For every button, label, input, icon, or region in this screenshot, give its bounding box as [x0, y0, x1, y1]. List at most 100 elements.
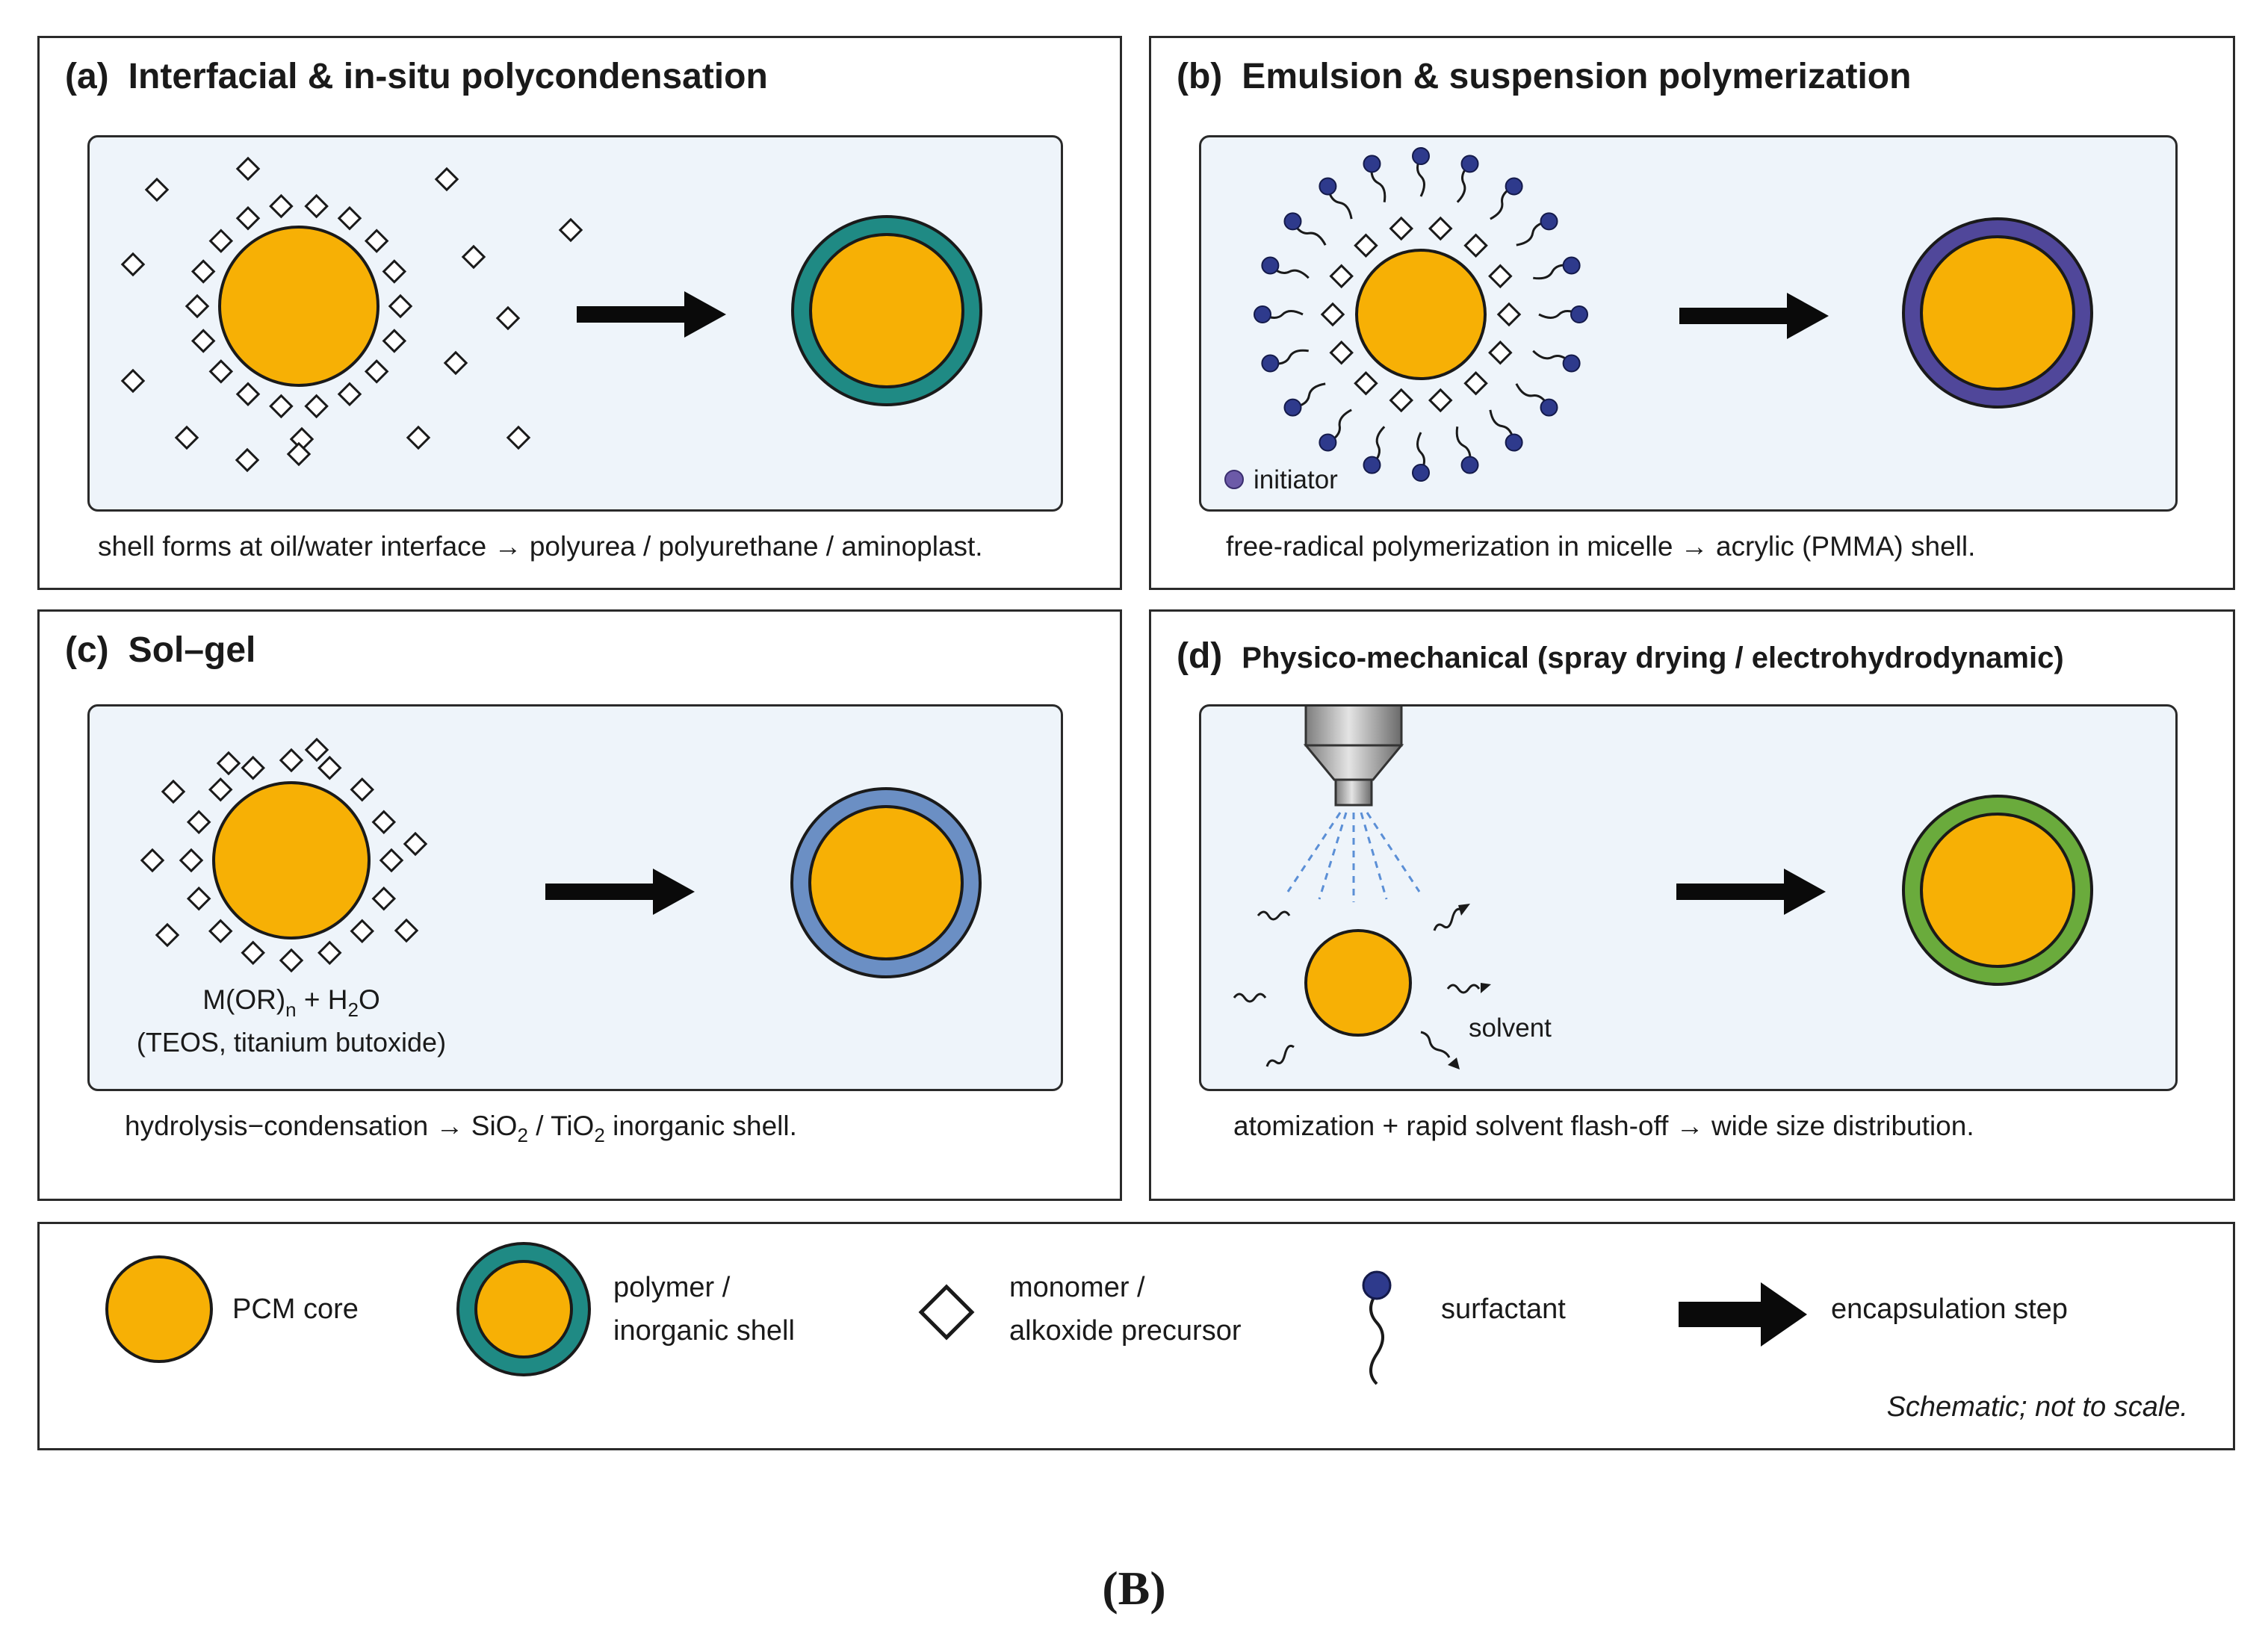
panel-c-title-text: Sol–gel	[128, 630, 256, 670]
surfactant-head	[1319, 433, 1337, 452]
panel-b-tag: (b)	[1177, 57, 1223, 96]
monomer-diamond	[317, 755, 342, 780]
legend-core-label: PCM core	[232, 1294, 359, 1325]
monomer-diamond	[1428, 216, 1453, 241]
precursor-diamonds	[140, 737, 428, 973]
surfactant-head	[1412, 464, 1430, 482]
capsule-a	[791, 215, 982, 406]
monomer-diamond	[350, 919, 375, 944]
monomer-diamond	[337, 205, 362, 231]
legend-diamond-icon	[918, 1284, 975, 1341]
surfactant-head	[1363, 155, 1381, 173]
legend-surfactant-icon	[1362, 1270, 1392, 1385]
legend-arrow-icon	[1679, 1282, 1807, 1347]
capsule-d	[1902, 795, 2093, 986]
panel-c-title: (c)Sol–gel	[65, 630, 255, 671]
sol-gel-formula: M(OR)n + H2O	[202, 984, 380, 1021]
encapsulation-arrow-d	[1676, 869, 1826, 915]
monomer-diamond	[304, 193, 329, 219]
encapsulation-arrow-b	[1679, 293, 1829, 339]
monomer-diamond	[185, 294, 210, 319]
monomer-diamond	[161, 779, 186, 804]
legend-panel: PCM core polymer /inorganic shell monome…	[37, 1222, 2235, 1450]
legend-shell-label: polymer /inorganic shell	[613, 1272, 795, 1347]
monomer-diamond	[208, 777, 233, 802]
monomer-diamond	[235, 205, 261, 231]
monomer-diamond	[382, 329, 407, 353]
surfactant-head	[1562, 256, 1581, 275]
monomer-diamond	[388, 294, 413, 319]
panel-b-caption: free-radical polymerization in micelle →…	[1226, 531, 1976, 562]
monomer-diamond	[235, 382, 261, 407]
pcm-core-a	[218, 226, 379, 387]
surfactant-head	[1460, 155, 1479, 173]
capsule-b	[1902, 217, 2093, 409]
monomer-diamond	[1389, 388, 1414, 413]
interface-diamonds	[185, 193, 413, 419]
monomer-diamond	[269, 394, 294, 419]
vapor-arrowheads	[1448, 904, 1491, 1069]
monomer-diamond	[241, 940, 265, 966]
panel-a-caption: shell forms at oil/water interface → pol…	[98, 531, 983, 562]
monomer-diamond	[1463, 370, 1488, 396]
surfactant-head	[1363, 456, 1381, 474]
solvent-label: solvent	[1469, 1013, 1552, 1043]
monomer-diamond	[208, 229, 234, 253]
monomer-diamond	[350, 777, 375, 802]
spray-nozzle	[1303, 707, 1404, 807]
monomer-diamond	[317, 940, 342, 966]
panel-b-svg: initiator	[1224, 147, 2093, 494]
monomer-diamond	[1428, 388, 1453, 413]
panel-a: (a) Interfacial & in-situ polycondensatio…	[37, 36, 1122, 590]
monomer-diamond	[1329, 340, 1354, 365]
monomer-diamond	[140, 848, 165, 873]
pcm-core-c	[212, 781, 371, 940]
monomer-diamond	[371, 886, 397, 911]
panel-d-caption: atomization + rapid solvent flash-off → …	[1233, 1111, 1974, 1141]
surfactant-head	[1283, 398, 1302, 417]
panel-d-svg: solvent	[1233, 707, 2093, 1069]
encapsulation-arrow-a	[577, 291, 726, 338]
monomer-diamond	[304, 394, 329, 419]
pcm-droplet-d	[1304, 929, 1412, 1037]
initiator-dot	[1224, 470, 1244, 489]
panel-c-diagram: M(OR)n + H2O (TEOS, titanium butoxide)	[87, 704, 1063, 1091]
monomer-diamond	[364, 229, 389, 253]
surfactant-head	[1261, 354, 1280, 373]
monomer-diamond	[190, 259, 216, 284]
surfactant-head	[1562, 354, 1581, 373]
initiator-label: initiator	[1254, 465, 1338, 494]
panel-a-title-text: Interfacial & in-situ polycondensation	[128, 57, 768, 96]
panel-c: (c)Sol–gel M(OR)n + H2O (TEOS, titanium …	[37, 609, 1122, 1201]
monomer-diamond	[216, 751, 241, 776]
spray-lines	[1286, 812, 1421, 902]
panel-b-title: (b)Emulsion & suspension polymerization	[1177, 56, 1911, 97]
panel-d-title-text: Physico-mechanical (spray drying / elect…	[1242, 642, 2064, 674]
panel-c-svg: M(OR)n + H2O (TEOS, titanium butoxide)	[137, 737, 982, 1058]
legend-svg	[105, 1242, 1807, 1385]
monomer-diamond	[364, 359, 389, 384]
legend-arrow-label: encapsulation step	[1831, 1294, 2068, 1325]
panel-a-title: (a) Interfacial & in-situ polycondensatio…	[65, 56, 768, 97]
surfactant-head	[1540, 398, 1558, 417]
monomer-diamonds-b	[1320, 216, 1522, 413]
panel-b: (b)Emulsion & suspension polymerization …	[1149, 36, 2235, 590]
panel-a-tag: (a)	[65, 57, 109, 96]
panel-a-svg	[120, 156, 982, 473]
surfactant-head	[1254, 305, 1271, 323]
scale-note: Schematic; not to scale.	[1886, 1391, 2188, 1423]
encapsulation-arrow-c	[545, 869, 695, 915]
panel-b-diagram: initiator	[1199, 135, 2178, 512]
monomer-diamond	[190, 329, 216, 353]
surfactant-head	[1505, 433, 1523, 452]
monomer-diamond	[394, 918, 419, 943]
panel-d-title: (d)Physico-mechanical (spray drying / el…	[1177, 636, 2064, 677]
monomer-diamonds	[120, 156, 583, 473]
monomer-diamond	[241, 755, 265, 780]
surfactant-head	[1540, 212, 1558, 231]
capsule-c	[790, 787, 982, 978]
surfactant-head	[1570, 305, 1588, 323]
solvent-vapor	[1233, 907, 1481, 1067]
monomer-diamond	[279, 948, 304, 973]
monomer-diamond	[1320, 302, 1345, 327]
